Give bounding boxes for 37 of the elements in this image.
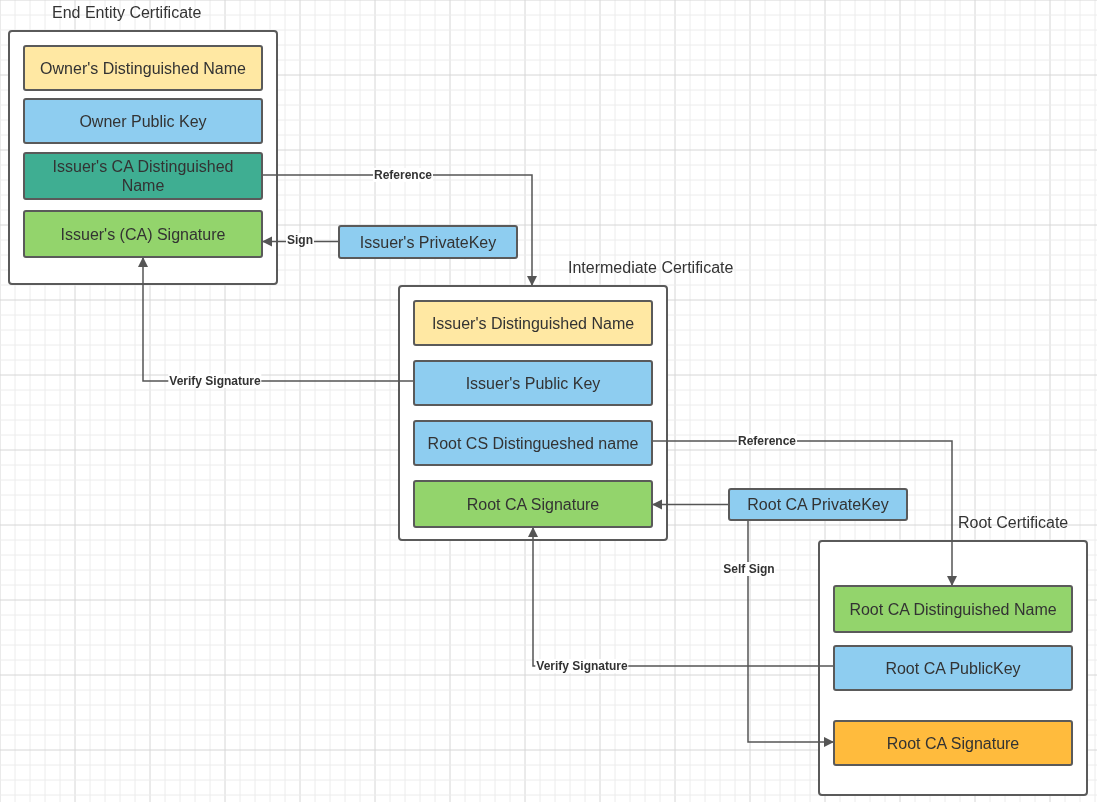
edge-label: Verify Signature	[168, 374, 262, 388]
field-label: Issuer's Distinguished Name	[431, 313, 635, 333]
edge-label: Sign	[286, 233, 314, 247]
edge-label: Reference	[737, 434, 797, 448]
field-box	[23, 152, 263, 200]
edge-label: Verify Signature	[535, 659, 629, 673]
arrow	[651, 499, 729, 510]
field-label: Root CA Signature	[886, 733, 1020, 753]
field-box	[833, 720, 1073, 766]
field-label: Issuer's Public Key	[465, 373, 601, 393]
field-box	[413, 420, 653, 466]
field-label: Root CA PrivateKey	[747, 495, 889, 514]
panel-heading: End Entity Certificate	[52, 4, 202, 22]
field-box	[23, 210, 263, 258]
field-box	[23, 98, 263, 144]
field-label: Issuer's (CA) Signature	[60, 224, 226, 244]
field-box	[413, 300, 653, 346]
panel-heading: Intermediate Certificate	[568, 259, 734, 277]
field-label: Root CA Distinguished Name	[849, 599, 1057, 619]
panel-heading: Root Certificate	[958, 514, 1069, 532]
arrow	[747, 520, 835, 748]
field-label: Owner's Distinguished Name	[40, 58, 246, 78]
field-box	[728, 488, 908, 521]
edge-label: Reference	[373, 168, 433, 182]
field-label: Issuer's PrivateKey	[359, 232, 497, 252]
field-label: Root CA Signature	[466, 494, 600, 514]
field-box	[833, 585, 1073, 633]
field-label: Owner Public Key	[79, 111, 207, 131]
field-label: Root CS Distingueshed name	[427, 433, 639, 453]
field-box	[413, 360, 653, 406]
field-box	[833, 645, 1073, 691]
field-label: Root CA PublicKey	[885, 658, 1021, 678]
edge-label: Self Sign	[722, 562, 776, 576]
field-label: Issuer's CA Distinguished Name	[51, 157, 235, 195]
field-box	[23, 45, 263, 91]
field-box	[413, 480, 653, 528]
field-box	[338, 225, 518, 259]
